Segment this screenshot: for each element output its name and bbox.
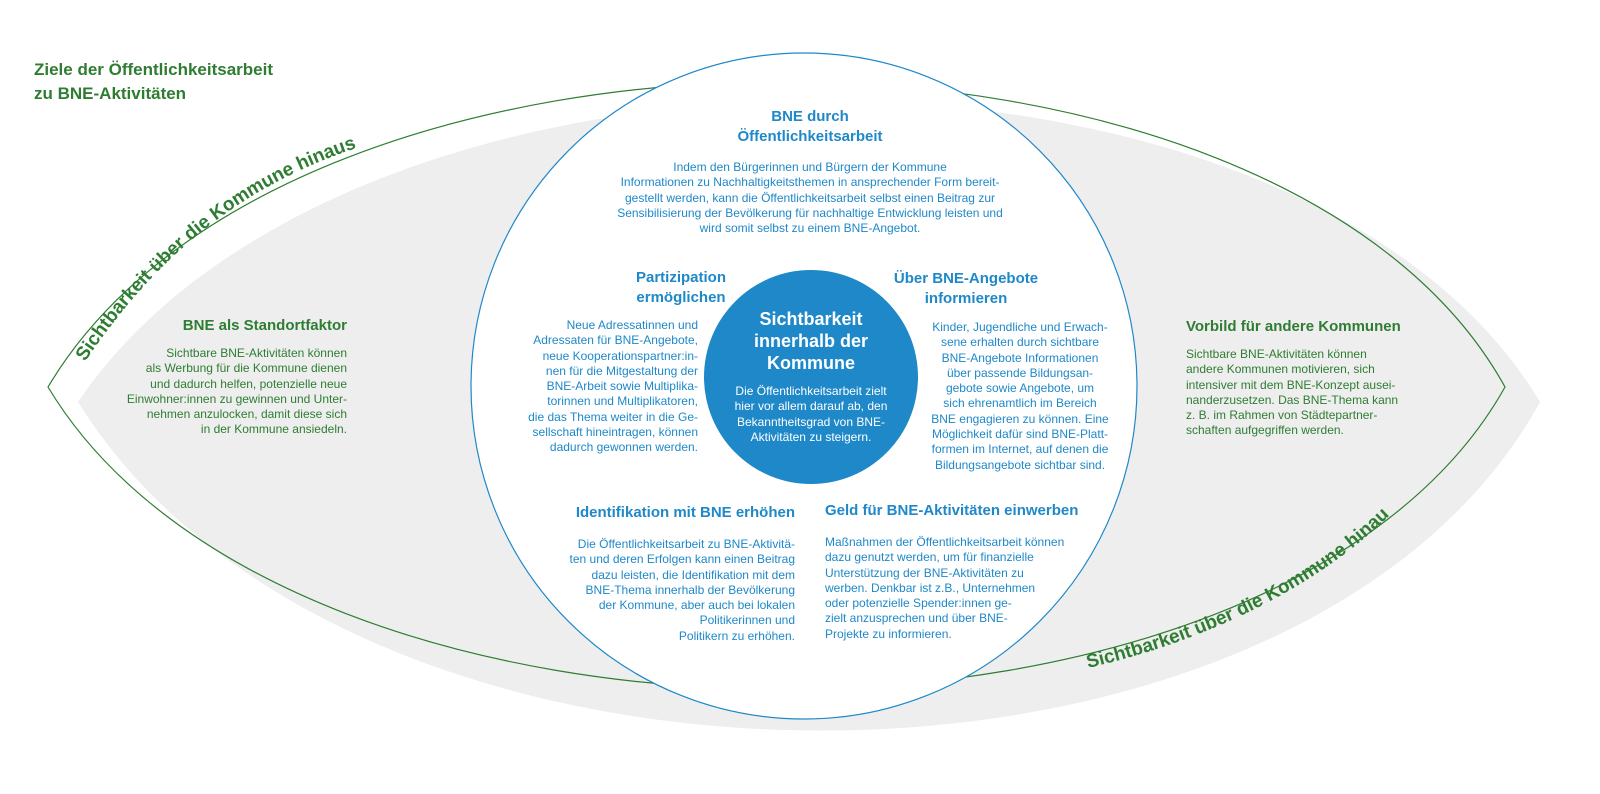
goal-vorbild-heading: Vorbild für andere Kommunen: [1186, 318, 1401, 335]
goal-identifikation: Identifikation mit BNE erhöhen Die Öffen…: [535, 503, 796, 644]
center-block: Sichtbarkeit innerhalb der Kommune Die Ö…: [716, 308, 906, 445]
goal-informieren-text-block: Kinder, Jugendliche und Erwach- sene erh…: [905, 320, 1135, 473]
page-title-line2: zu BNE-Aktivitäten: [34, 84, 187, 103]
goal-partizipation-text-block: Neue Adressatinnen und Adressaten für BN…: [498, 318, 698, 456]
goal-identifikation-heading: Identifikation mit BNE erhöhen: [575, 504, 795, 521]
center-circle: [704, 270, 918, 484]
goal-top-text: Indem den Bürgerinnen und Bürgern der Ko…: [617, 160, 1003, 236]
goal-identifikation-text: Die Öffentlichkeitsarbeit zu BNE-Aktivit…: [569, 537, 796, 643]
goal-informieren-text: Kinder, Jugendliche und Erwach- sene erh…: [931, 320, 1109, 472]
goal-bne-durch-oeffentlichkeitsarbeit: BNE durch Öffentlichkeitsarbeit Indem de…: [590, 107, 1030, 236]
goal-vorbild-text: Sichtbare BNE-Aktivitäten können andere …: [1186, 347, 1399, 438]
goal-standortfaktor: BNE als Standortfaktor Sichtbare BNE-Akt…: [97, 316, 347, 438]
goal-standortfaktor-text: Sichtbare BNE-Aktivitäten können als Wer…: [126, 346, 347, 437]
page-title-line1: Ziele der Öffentlichkeitsarbeit: [34, 60, 274, 79]
goal-geld-heading: Geld für BNE-Aktivitäten einwerben: [825, 502, 1079, 519]
goal-standortfaktor-heading: BNE als Standortfaktor: [182, 317, 347, 334]
goal-geld: Geld für BNE-Aktivitäten einwerben Maßna…: [825, 501, 1125, 642]
page-title: Ziele der Öffentlichkeitsarbeit zu BNE-A…: [34, 58, 273, 106]
center-text: Die Öffentlichkeitsarbeit zielt hier vor…: [734, 384, 888, 444]
outer-lens-outline: [47, 81, 1506, 690]
center-title: Sichtbarkeit innerhalb der Kommune: [753, 309, 869, 373]
goal-geld-text: Maßnahmen der Öffentlichkeitsarbeit könn…: [825, 535, 1065, 641]
goal-informieren-heading-block: Über BNE-Angebote informieren: [886, 269, 1046, 309]
goal-top-heading: BNE durch Öffentlichkeitsarbeit: [737, 108, 883, 145]
goal-vorbild: Vorbild für andere Kommunen Sichtbare BN…: [1186, 317, 1456, 439]
goal-informieren-heading: Über BNE-Angebote informieren: [893, 270, 1039, 307]
goal-partizipation-heading: Partizipation ermöglichen: [635, 269, 726, 306]
goal-partizipation-heading-block: Partizipation ermöglichen: [601, 268, 761, 308]
goal-partizipation-text: Neue Adressatinnen und Adressaten für BN…: [528, 318, 698, 455]
